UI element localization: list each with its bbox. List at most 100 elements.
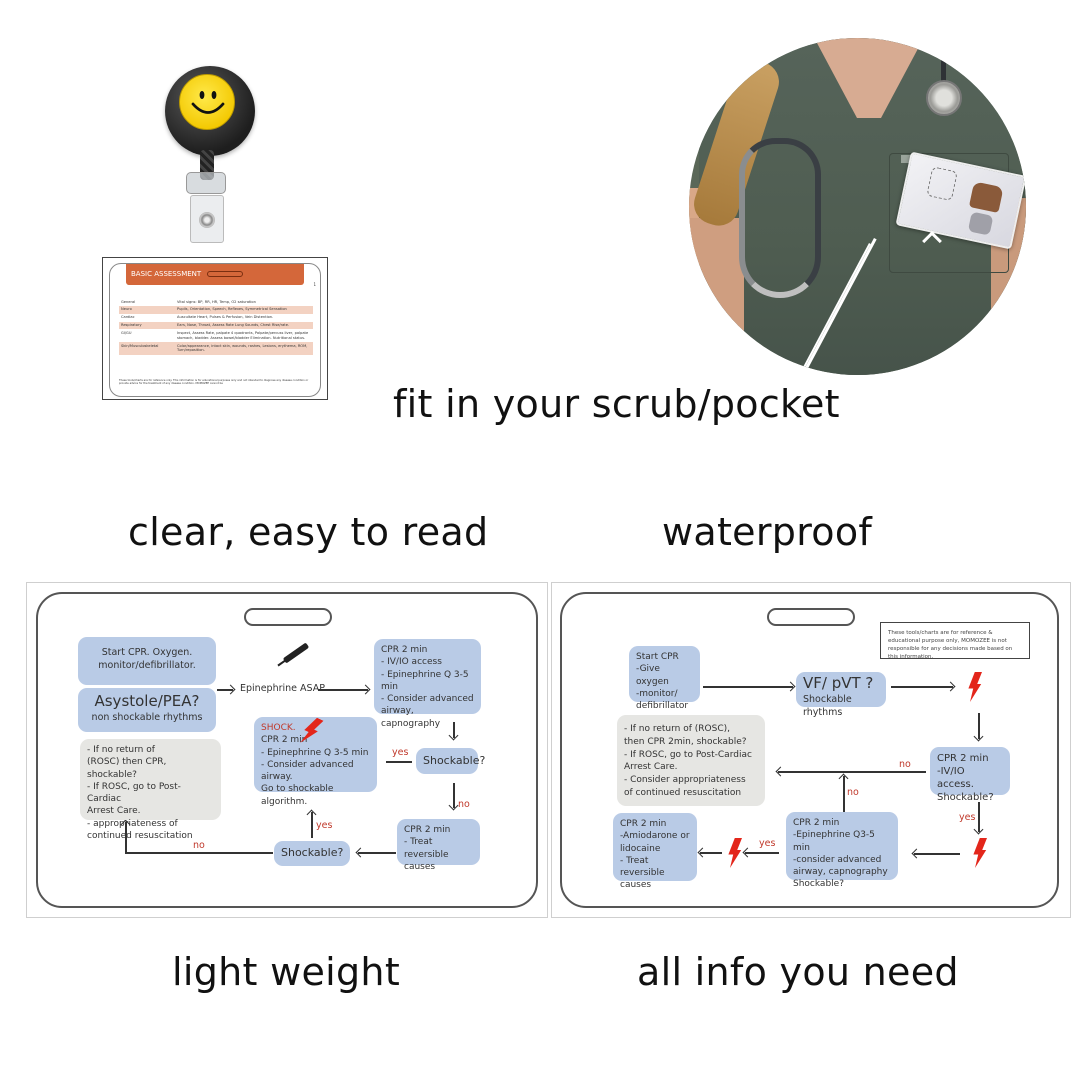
shock-label: SHOCK. <box>261 723 296 733</box>
node-line: - IV/IO access <box>381 657 442 668</box>
basic-assessment-title: BASIC ASSESSMENT <box>131 270 202 278</box>
vf-pvt-title: VF/ pVT ? <box>803 674 874 692</box>
row-value: Inspect, Assess Rate, palpate 4 quadrant… <box>177 331 309 340</box>
node-line: - Treat reversible <box>620 855 665 879</box>
row-key: Neuro <box>119 305 175 314</box>
arrow-left <box>914 853 960 855</box>
epinephrine-asap-label: Epinephrine ASAP <box>240 683 325 694</box>
node-line: airway. <box>261 772 293 783</box>
node-line: Start CPR <box>636 652 679 662</box>
cpr-iv-access-node: CPR 2 min -IV/IO access. Shockable? <box>930 747 1010 803</box>
assessment-table: General Vital signs: BP, RR, HR, Temp, O2… <box>119 298 313 355</box>
arrow-left <box>778 771 926 773</box>
rosc-node: - If no return of (ROSC), then CPR 2min,… <box>617 715 765 806</box>
no-label: no <box>899 759 911 770</box>
arrow-down <box>978 713 980 739</box>
left-arm <box>689 218 744 375</box>
disclaimer-box: These tools/charts are for reference & e… <box>880 622 1030 660</box>
no-label: no <box>458 799 470 810</box>
cpr-epinephrine-node: CPR 2 min -Epinephrine Q3-5 min -conside… <box>786 812 898 889</box>
arrow-right <box>318 689 368 691</box>
smiley-face-icon <box>179 74 235 130</box>
node-line: CPR 2 min <box>620 819 667 829</box>
vf-pvt-node: VF/ pVT ? Shockable rhythms <box>796 672 886 718</box>
node-line: - Epinephrine Q 3-5 min <box>381 669 469 692</box>
start-cpr-node: Start CPR. Oxygen. monitor/defibrillator… <box>78 637 216 685</box>
node-line: (ROSC) then CPR, shockable? <box>87 757 167 780</box>
node-line: Go to shockable algorithm. <box>261 784 334 807</box>
asystole-pea-title: Asystole/PEA? <box>94 692 200 710</box>
arrow-down <box>453 722 455 738</box>
node-line: -monitor/ <box>636 688 678 699</box>
row-key: Skin/Musculoskeletal <box>119 341 175 355</box>
cpr-iv-access-node: CPR 2 min - IV/IO access - Epinephrine Q… <box>374 639 481 729</box>
node-line: CPR 2 min <box>261 735 308 746</box>
arrow-right <box>891 686 953 688</box>
amiodarone-node: CPR 2 min -Amiodarone or lidocaine - Tre… <box>613 813 697 890</box>
card-slot <box>767 608 855 626</box>
arrow-right <box>703 686 793 688</box>
yes-label: yes <box>316 820 333 831</box>
arrow-down <box>978 802 980 832</box>
start-cpr-text: Start CPR. Oxygen. monitor/defibrillator… <box>98 647 196 671</box>
node-line: CPR 2 min <box>404 825 451 835</box>
row-value: Vital signs: BP, RR, HR, Temp, O2 satura… <box>177 299 256 304</box>
row-key: GI/GU <box>121 331 132 336</box>
card-footer-disclaimer: These tools/charts are for reference onl… <box>119 379 309 386</box>
node-line: Arrest Care. <box>624 762 678 773</box>
node-line: - If no return of <box>87 745 155 755</box>
card-slot <box>207 271 244 277</box>
row-value: Pupils, Orientation, Speech, Reflexes, S… <box>175 305 313 314</box>
node-line: -Epinephrine Q3-5 min <box>793 830 875 853</box>
no-label: no <box>193 840 205 851</box>
node-line: airway, capnography <box>793 867 888 878</box>
stethoscope-chestpiece-icon <box>926 80 962 116</box>
caption-light-weight: light weight <box>172 950 401 994</box>
yes-label: yes <box>959 812 976 823</box>
start-cpr-node: Start CPR -Give oxygen -monitor/ defibri… <box>629 646 700 711</box>
card-slot <box>244 608 332 626</box>
caption-pocket: fit in your scrub/pocket <box>393 382 840 426</box>
node-line: defibrillator <box>636 701 689 712</box>
shock-node: SHOCK. CPR 2 min - Epinephrine Q 3-5 min… <box>254 717 377 807</box>
caption-waterproof: waterproof <box>662 510 873 554</box>
arrow-right <box>217 689 233 691</box>
row-value: Color/appearance, intact skin, wounds, r… <box>175 341 313 355</box>
connector-line <box>125 852 273 854</box>
arrow-down <box>453 783 455 808</box>
stethoscope-tube <box>941 38 946 84</box>
yes-label: yes <box>759 838 776 849</box>
node-line: - If ROSC, go to Post-Cardiac <box>624 749 752 760</box>
node-line: - appropriateness of <box>87 818 178 829</box>
node-line: - If ROSC, go to Post-Cardiac <box>87 781 181 805</box>
page-number: 1 <box>313 282 316 287</box>
caption-all-info: all info you need <box>637 950 959 994</box>
connector-line <box>386 761 412 763</box>
node-line: -consider advanced <box>793 854 882 865</box>
node-line: CPR 2 min <box>793 818 840 828</box>
non-shockable-label: non shockable rhythms <box>91 712 203 723</box>
shockable-node-1: Shockable? <box>416 748 485 774</box>
node-line: - Consider advanced <box>381 694 474 705</box>
row-key: General <box>121 299 136 304</box>
node-line: - Consider advanced <box>261 759 354 770</box>
node-line: causes <box>404 861 436 872</box>
node-line: lidocaine <box>620 843 661 854</box>
node-line: Shockable? <box>937 792 994 803</box>
node-line: CPR 2 min <box>381 645 428 655</box>
node-line: - Consider appropriateness <box>624 775 746 786</box>
basic-assessment-header: BASIC ASSESSMENT <box>126 264 304 285</box>
node-line: - Epinephrine Q 3-5 min <box>261 747 369 758</box>
arrow-left <box>700 852 722 854</box>
shockable-node-2: Shockable? <box>274 841 350 866</box>
shockable-rhythms-label: Shockable rhythms <box>803 694 852 718</box>
node-line: then CPR 2min, shockable? <box>624 736 747 747</box>
node-line: of continued resuscitation <box>624 787 742 798</box>
shockable-text: Shockable? <box>281 846 344 859</box>
treat-reversible-node: CPR 2 min - Treat reversible causes <box>397 819 480 872</box>
row-key: Respiratory <box>119 321 175 330</box>
node-line: - Treat reversible <box>404 837 449 860</box>
asystole-pea-node: Asystole/PEA? non shockable rhythms <box>78 688 216 732</box>
no-label: no <box>847 787 859 798</box>
arrow-up <box>311 812 313 838</box>
